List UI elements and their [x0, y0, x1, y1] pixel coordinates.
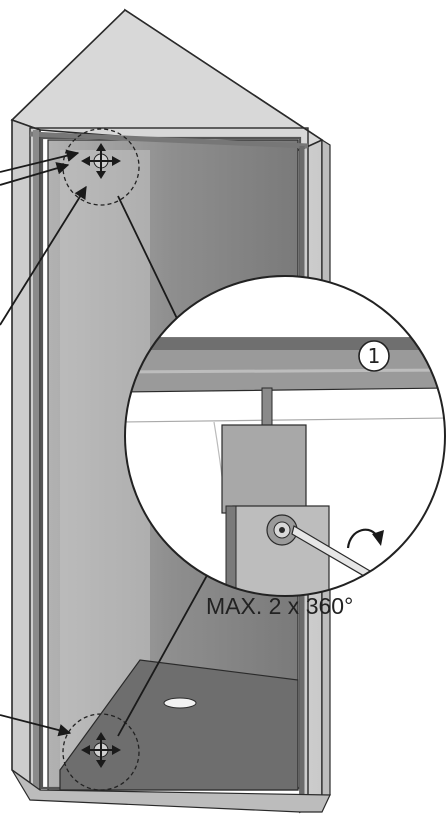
drain: [163, 697, 197, 709]
bracket-stem: [261, 387, 273, 429]
pointer-bottom-left: [0, 714, 72, 737]
glass-reflection: [60, 150, 150, 780]
top-wall: [10, 8, 324, 151]
bottom-adjustment-point: [62, 713, 140, 791]
bracket-upper: [221, 424, 307, 514]
pointer-top-left-1: [0, 149, 80, 173]
enclosure-base: [11, 769, 331, 813]
detail-zoom-circle: 1 MAX. 2 x 360°: [124, 275, 446, 619]
step-number-badge: 1: [358, 340, 390, 372]
step-number: 1: [368, 344, 381, 368]
pointer-top-left-2: [0, 162, 70, 186]
top-adjustment-point: [62, 128, 140, 206]
frame-top-rail: [29, 131, 309, 149]
shower-tray: [59, 659, 299, 791]
rotation-arrow-icon: [346, 528, 384, 549]
pointer-top-diagonal: [0, 185, 87, 326]
adjustment-arrows-icon: [81, 732, 121, 768]
adjustment-arrows-icon: [81, 143, 121, 179]
max-rotation-label: MAX. 2 x 360°: [206, 593, 353, 619]
